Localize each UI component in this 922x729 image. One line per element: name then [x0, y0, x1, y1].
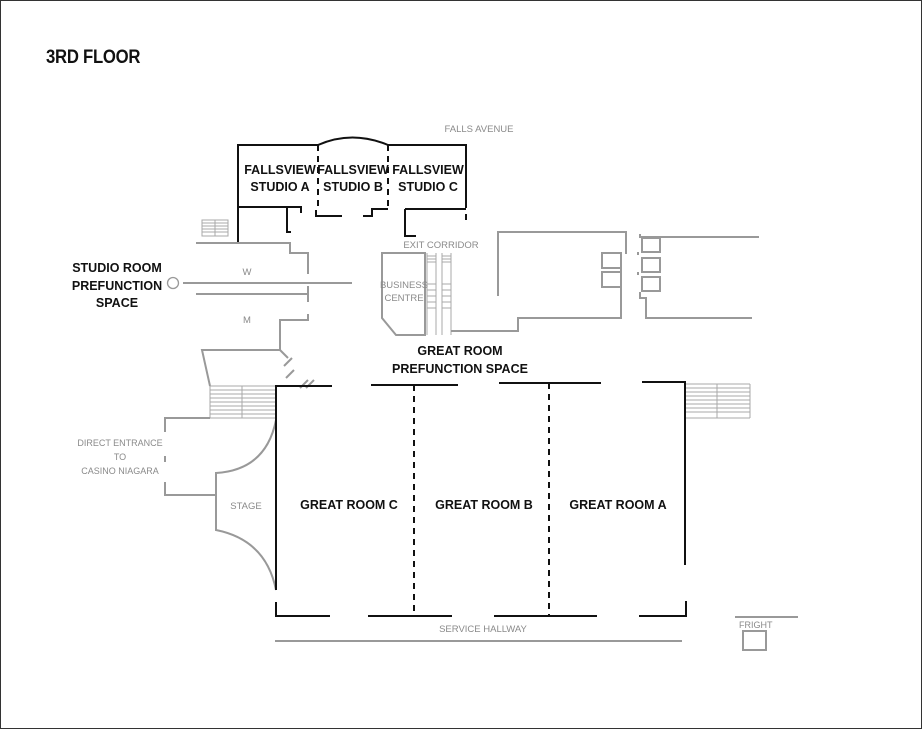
left-stairs: [209, 385, 276, 419]
exit-corridor-label: EXIT CORRIDOR: [403, 240, 478, 251]
stage-label: STAGE: [230, 501, 262, 512]
room-label: GREAT ROOM B: [435, 498, 533, 512]
room-great-room-c[interactable]: GREAT ROOM C: [300, 498, 398, 512]
area-label: PREFUNCTION SPACE: [392, 362, 528, 376]
area-label: TO: [114, 452, 126, 462]
service-hallway-label: SERVICE HALLWAY: [439, 624, 527, 635]
room-fallsview-studio-c[interactable]: FALLSVIEW STUDIO C: [392, 163, 464, 194]
back-of-house-walls: [451, 231, 759, 332]
room-great-room-b[interactable]: GREAT ROOM B: [435, 498, 533, 512]
area-label: SPACE: [96, 296, 138, 310]
freight-elevator-icon[interactable]: [742, 630, 767, 651]
room-label: FALLSVIEW: [317, 163, 389, 177]
fallsview-studios-walls: [237, 136, 467, 243]
room-fallsview-studio-a[interactable]: FALLSVIEW STUDIO A: [244, 163, 316, 194]
room-label: GREAT ROOM C: [300, 498, 398, 512]
area-label: CASINO NIAGARA: [81, 466, 159, 476]
washroom-women-label: W: [243, 267, 252, 278]
street-label-falls-avenue: FALLS AVENUE: [445, 124, 514, 135]
washroom-walls: [183, 242, 352, 389]
area-studio-room-prefunction[interactable]: STUDIO ROOM PREFUNCTION SPACE: [72, 261, 162, 310]
area-direct-entrance-casino[interactable]: DIRECT ENTRANCE TO CASINO NIAGARA: [77, 438, 162, 476]
stairs-icon: [201, 219, 229, 237]
casino-entrance-walls: [164, 417, 277, 591]
business-centre-walls: [381, 252, 452, 336]
room-label: STUDIO B: [323, 180, 383, 194]
room-label: GREAT ROOM A: [569, 498, 666, 512]
room-fallsview-studio-b[interactable]: FALLSVIEW STUDIO B: [317, 163, 389, 194]
area-business-centre[interactable]: BUSINESS CENTRE: [380, 280, 428, 304]
room-label: STUDIO C: [398, 180, 458, 194]
freight-label: FRIGHT: [739, 620, 773, 630]
room-label: FALLSVIEW: [392, 163, 464, 177]
area-label: DIRECT ENTRANCE: [77, 438, 162, 448]
washroom-men-label: M: [243, 315, 251, 326]
room-label: FALLSVIEW: [244, 163, 316, 177]
area-label: PREFUNCTION: [72, 279, 162, 293]
area-label: STUDIO ROOM: [72, 261, 162, 275]
location-marker-icon[interactable]: [166, 276, 180, 290]
room-label: STUDIO A: [250, 180, 309, 194]
room-great-room-a[interactable]: GREAT ROOM A: [569, 498, 666, 512]
great-rooms-walls: [275, 381, 687, 617]
area-label: CENTRE: [384, 293, 423, 304]
floor-title: 3RD FLOOR: [46, 47, 141, 68]
area-label: GREAT ROOM: [417, 344, 502, 358]
area-label: BUSINESS: [380, 280, 428, 291]
area-great-room-prefunction[interactable]: GREAT ROOM PREFUNCTION SPACE: [392, 344, 528, 376]
right-stairs: [686, 383, 751, 419]
